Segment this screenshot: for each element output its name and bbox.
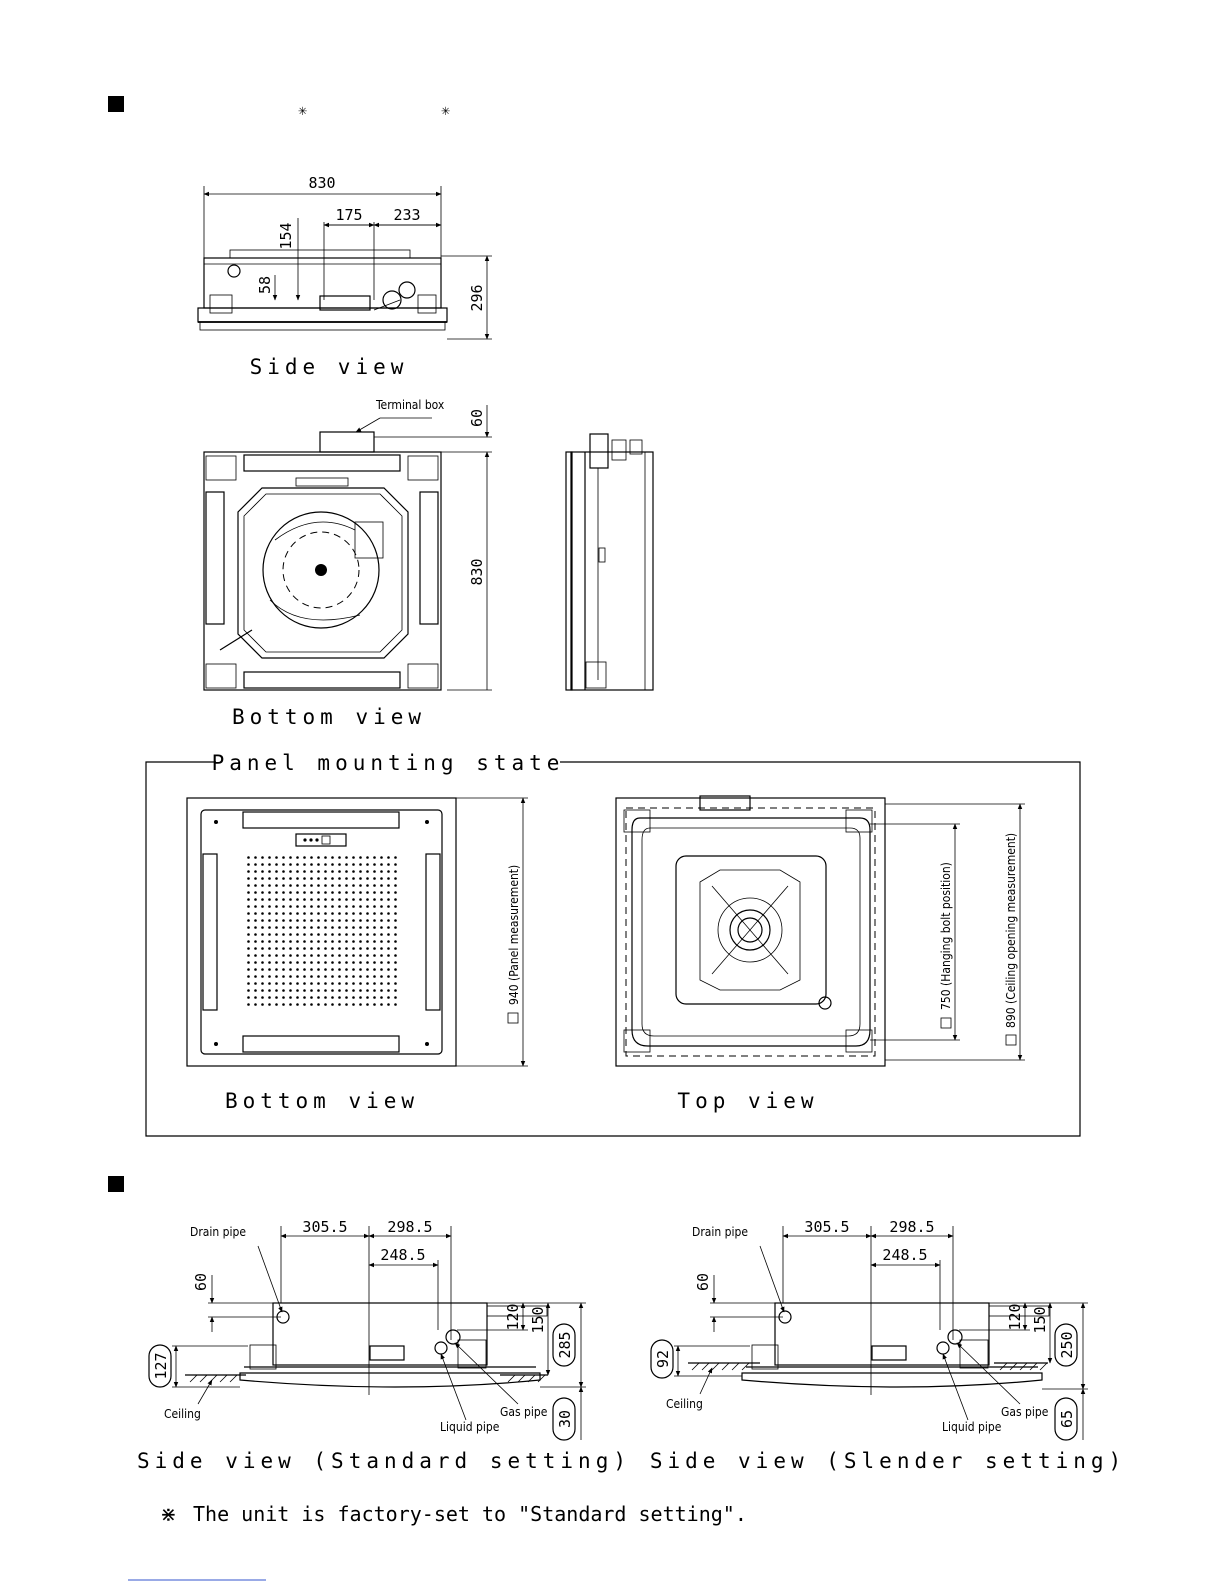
slender-dim-250: 250 <box>1058 1331 1076 1358</box>
side-dim-296: 296 <box>468 284 486 311</box>
panel-title: Panel mounting state <box>212 751 565 775</box>
slender-drain-label: Drain pipe <box>692 1225 748 1239</box>
panel-dim-890: 890 (Ceiling opening measurement) <box>1004 833 1018 1028</box>
side-dim-58: 58 <box>256 276 274 294</box>
panel-bottom-caption: Bottom view <box>225 1089 419 1113</box>
slender-dim-92: 92 <box>654 1350 672 1368</box>
heading-asterisk-1: ✳ <box>298 101 307 119</box>
heading-asterisk-2: ✳ <box>441 101 450 119</box>
std-dim-285: 285 <box>556 1331 574 1358</box>
slender-dim-305: 305.5 <box>804 1218 849 1236</box>
slender-liquid-label: Liquid pipe <box>942 1420 1002 1434</box>
slender-dim-150: 150 <box>1031 1306 1049 1333</box>
std-dim-305: 305.5 <box>302 1218 347 1236</box>
std-dim-60: 60 <box>192 1273 210 1291</box>
slender-ceiling-label: Ceiling <box>666 1397 703 1411</box>
std-drain-label: Drain pipe <box>190 1225 246 1239</box>
side-dim-175: 175 <box>335 206 362 224</box>
side-dim-width: 830 <box>308 174 335 192</box>
terminal-box-label: Terminal box <box>375 398 445 412</box>
panel-bottom-drawing <box>186 797 528 1067</box>
standard-setting-drawing <box>148 1226 586 1441</box>
slender-dim-60: 60 <box>694 1273 712 1291</box>
standard-caption: Side view (Standard setting) <box>137 1449 631 1473</box>
bottom-dim-830: 830 <box>468 558 486 585</box>
std-dim-30: 30 <box>556 1410 574 1428</box>
side-view-caption: Side view <box>250 355 409 379</box>
std-dim-120: 120 <box>504 1303 522 1330</box>
std-dim-127: 127 <box>152 1352 170 1379</box>
panel-dim-940: 940 (Panel measurement) <box>507 865 521 1005</box>
bottom-view-caption: Bottom view <box>232 705 426 729</box>
std-liquid-label: Liquid pipe <box>440 1420 500 1434</box>
slender-dim-65: 65 <box>1058 1410 1076 1428</box>
section-marker-2 <box>108 1176 124 1192</box>
std-dim-150: 150 <box>529 1306 547 1333</box>
side-elevation-drawing <box>565 433 654 691</box>
slender-dim-298: 298.5 <box>889 1218 934 1236</box>
slender-gas-label: Gas pipe <box>1001 1405 1049 1419</box>
panel-dim-750: 750 (Hanging bolt position) <box>939 862 953 1010</box>
section-marker-1 <box>108 96 124 112</box>
panel-top-drawing <box>615 795 1025 1067</box>
std-dim-248: 248.5 <box>380 1246 425 1264</box>
std-ceiling-label: Ceiling <box>164 1407 201 1421</box>
footnote-text: The unit is factory-set to "Standard set… <box>193 1502 747 1526</box>
side-view-drawing <box>197 186 492 340</box>
slender-setting-drawing <box>650 1226 1088 1441</box>
bottom-dim-60: 60 <box>468 409 486 427</box>
panel-top-caption: Top view <box>677 1089 818 1113</box>
side-dim-233: 233 <box>393 206 420 224</box>
bottom-view-drawing <box>203 405 492 691</box>
slender-caption: Side view (Slender setting) <box>650 1449 1126 1473</box>
side-dim-154: 154 <box>277 222 295 249</box>
std-dim-298: 298.5 <box>387 1218 432 1236</box>
footnote-mark: ⋇ <box>160 1502 177 1526</box>
slender-dim-120: 120 <box>1006 1303 1024 1330</box>
slender-dim-248: 248.5 <box>882 1246 927 1264</box>
std-gas-label: Gas pipe <box>500 1405 548 1419</box>
panel-frame <box>145 761 1081 1137</box>
